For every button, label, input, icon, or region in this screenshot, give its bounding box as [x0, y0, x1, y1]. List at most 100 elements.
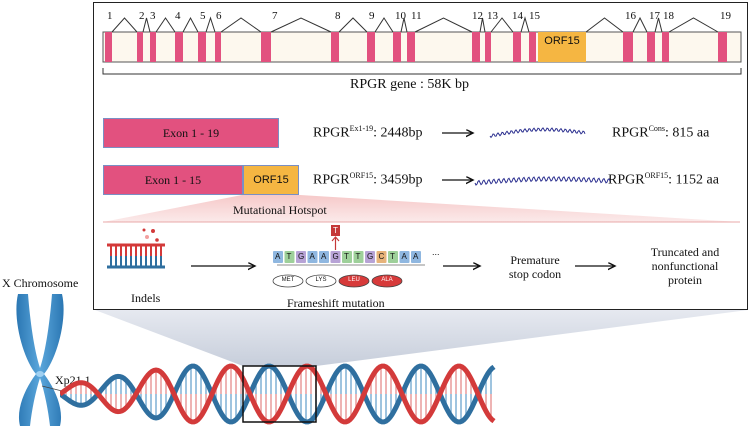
- exon-number-3: 3: [150, 10, 156, 22]
- exon-number-8: 8: [335, 10, 341, 22]
- intron-2: [142, 17, 151, 33]
- dna-strand-red: [60, 363, 496, 425]
- exon-number-9: 9: [369, 10, 375, 22]
- intron-12: [479, 17, 486, 33]
- isoform-orf15-orf-label: ORF15: [253, 174, 289, 186]
- intron-5: [205, 16, 216, 33]
- base-letter-7: T: [355, 252, 361, 261]
- exon-box-13: [485, 32, 491, 62]
- base-letter-9: C: [378, 252, 385, 261]
- base-letter-1: T: [286, 252, 292, 261]
- frameshift-label: Frameshift mutation: [287, 296, 385, 310]
- exon-number-16: 16: [625, 10, 636, 22]
- isoform-orf15-transcript: RPGRORF15: 3459bp: [313, 171, 423, 188]
- inserted-base: T: [333, 226, 338, 235]
- intron-17: [654, 17, 663, 33]
- chromosome-label: X Chromosome: [2, 276, 79, 290]
- intron-8: [338, 17, 368, 33]
- exon-number-7: 7: [272, 10, 278, 22]
- amino-acid-label-2: LEU: [348, 277, 360, 283]
- base-letter-8: G: [367, 252, 374, 261]
- exon-box-1: [105, 32, 112, 62]
- hotspot-label: Mutational Hotspot: [233, 203, 327, 217]
- base-box-5: [330, 251, 341, 263]
- base-box-2: [296, 251, 306, 263]
- exon-box-11: [407, 32, 415, 62]
- intron-16: [632, 16, 648, 33]
- hotspot-wedge: [103, 195, 740, 223]
- isoform-cons-protein: RPGRCons: 815 aa: [612, 124, 710, 141]
- amino-acid-label-1: LYS: [315, 277, 327, 283]
- base-letter-12: A: [413, 252, 419, 261]
- exon-number-12: 12: [472, 10, 483, 22]
- intron-14: [520, 16, 530, 33]
- intron-13: [490, 17, 514, 33]
- base-letter-5: G: [332, 252, 339, 261]
- isoform-cons-bar-label: Exon 1 - 19: [162, 125, 220, 140]
- exon-box-19: [718, 32, 727, 62]
- exon-box-6: [215, 32, 221, 62]
- base-box-12: [411, 251, 421, 263]
- exon-number-1: 1: [107, 10, 113, 22]
- dna-strand-blue: [60, 363, 496, 425]
- amino-acid-chain: [272, 274, 403, 288]
- isoform-orf15-bar: Exon 1 - 15: [103, 165, 243, 195]
- intron-3: [155, 17, 176, 33]
- exon-box-8: [331, 32, 339, 62]
- exon-box-10: [393, 32, 401, 62]
- orf15-exon-box: [538, 32, 586, 62]
- exon-box-4: [175, 32, 183, 62]
- intron-7: [270, 17, 332, 33]
- amino-acid-0: [272, 274, 304, 288]
- exon-box-16: [623, 32, 633, 62]
- base-letter-11: A: [401, 252, 407, 261]
- isoform-cons-bar: Exon 1 - 19: [103, 118, 279, 148]
- codon-ellipsis: ...: [432, 247, 440, 257]
- exon-number-14: 14: [512, 10, 523, 22]
- base-box-11: [399, 251, 410, 263]
- intron-6: [220, 17, 262, 33]
- translation-graphics: [442, 127, 611, 186]
- amino-acid-2: [338, 274, 370, 288]
- exon-box-9: [367, 32, 375, 62]
- exon-number-11: 11: [411, 10, 422, 22]
- gene-span-bracket: [102, 68, 742, 75]
- exon-box-3: [150, 32, 156, 62]
- protein-wave-orf15: [474, 176, 611, 186]
- indel-dna-icon: [107, 228, 165, 269]
- isoform-orf15-protein: RPGRORF15: 1152 aa: [608, 171, 719, 188]
- exon-number-6: 6: [216, 10, 222, 22]
- base-box-9: [376, 251, 387, 263]
- exon-number-13: 13: [487, 10, 498, 22]
- base-letter-3: A: [309, 252, 315, 261]
- base-box-10: [388, 251, 398, 263]
- exon-box-14: [513, 32, 521, 62]
- base-letter-4: A: [321, 252, 327, 261]
- base-box-1: [284, 251, 295, 263]
- base-letter-2: G: [298, 252, 305, 261]
- base-box-8: [365, 251, 375, 263]
- base-letter-10: T: [390, 252, 395, 261]
- base-box-3: [307, 251, 318, 263]
- amino-acid-label-0: MET: [281, 277, 295, 283]
- intron-10: [400, 17, 408, 33]
- base-box-6: [342, 251, 352, 263]
- exon-boxes: [105, 32, 727, 62]
- exon-box-15: [529, 32, 536, 62]
- exon-box-18: [662, 32, 669, 62]
- intron-lines: [111, 16, 719, 33]
- protein-wave-cons: [489, 127, 586, 139]
- exon-number-18: 18: [663, 10, 674, 22]
- mechanism-graphics: [107, 225, 747, 288]
- inserted-base-box: [331, 225, 340, 236]
- exon-number-17: 17: [649, 10, 660, 22]
- isoform-orf15-orf-segment: ORF15: [243, 165, 299, 195]
- exon-number-5: 5: [200, 10, 206, 22]
- gene-structure: [102, 16, 742, 75]
- exon-number-15: 15: [529, 10, 540, 22]
- amino-acid-1: [305, 274, 337, 288]
- base-box-7: [353, 251, 364, 263]
